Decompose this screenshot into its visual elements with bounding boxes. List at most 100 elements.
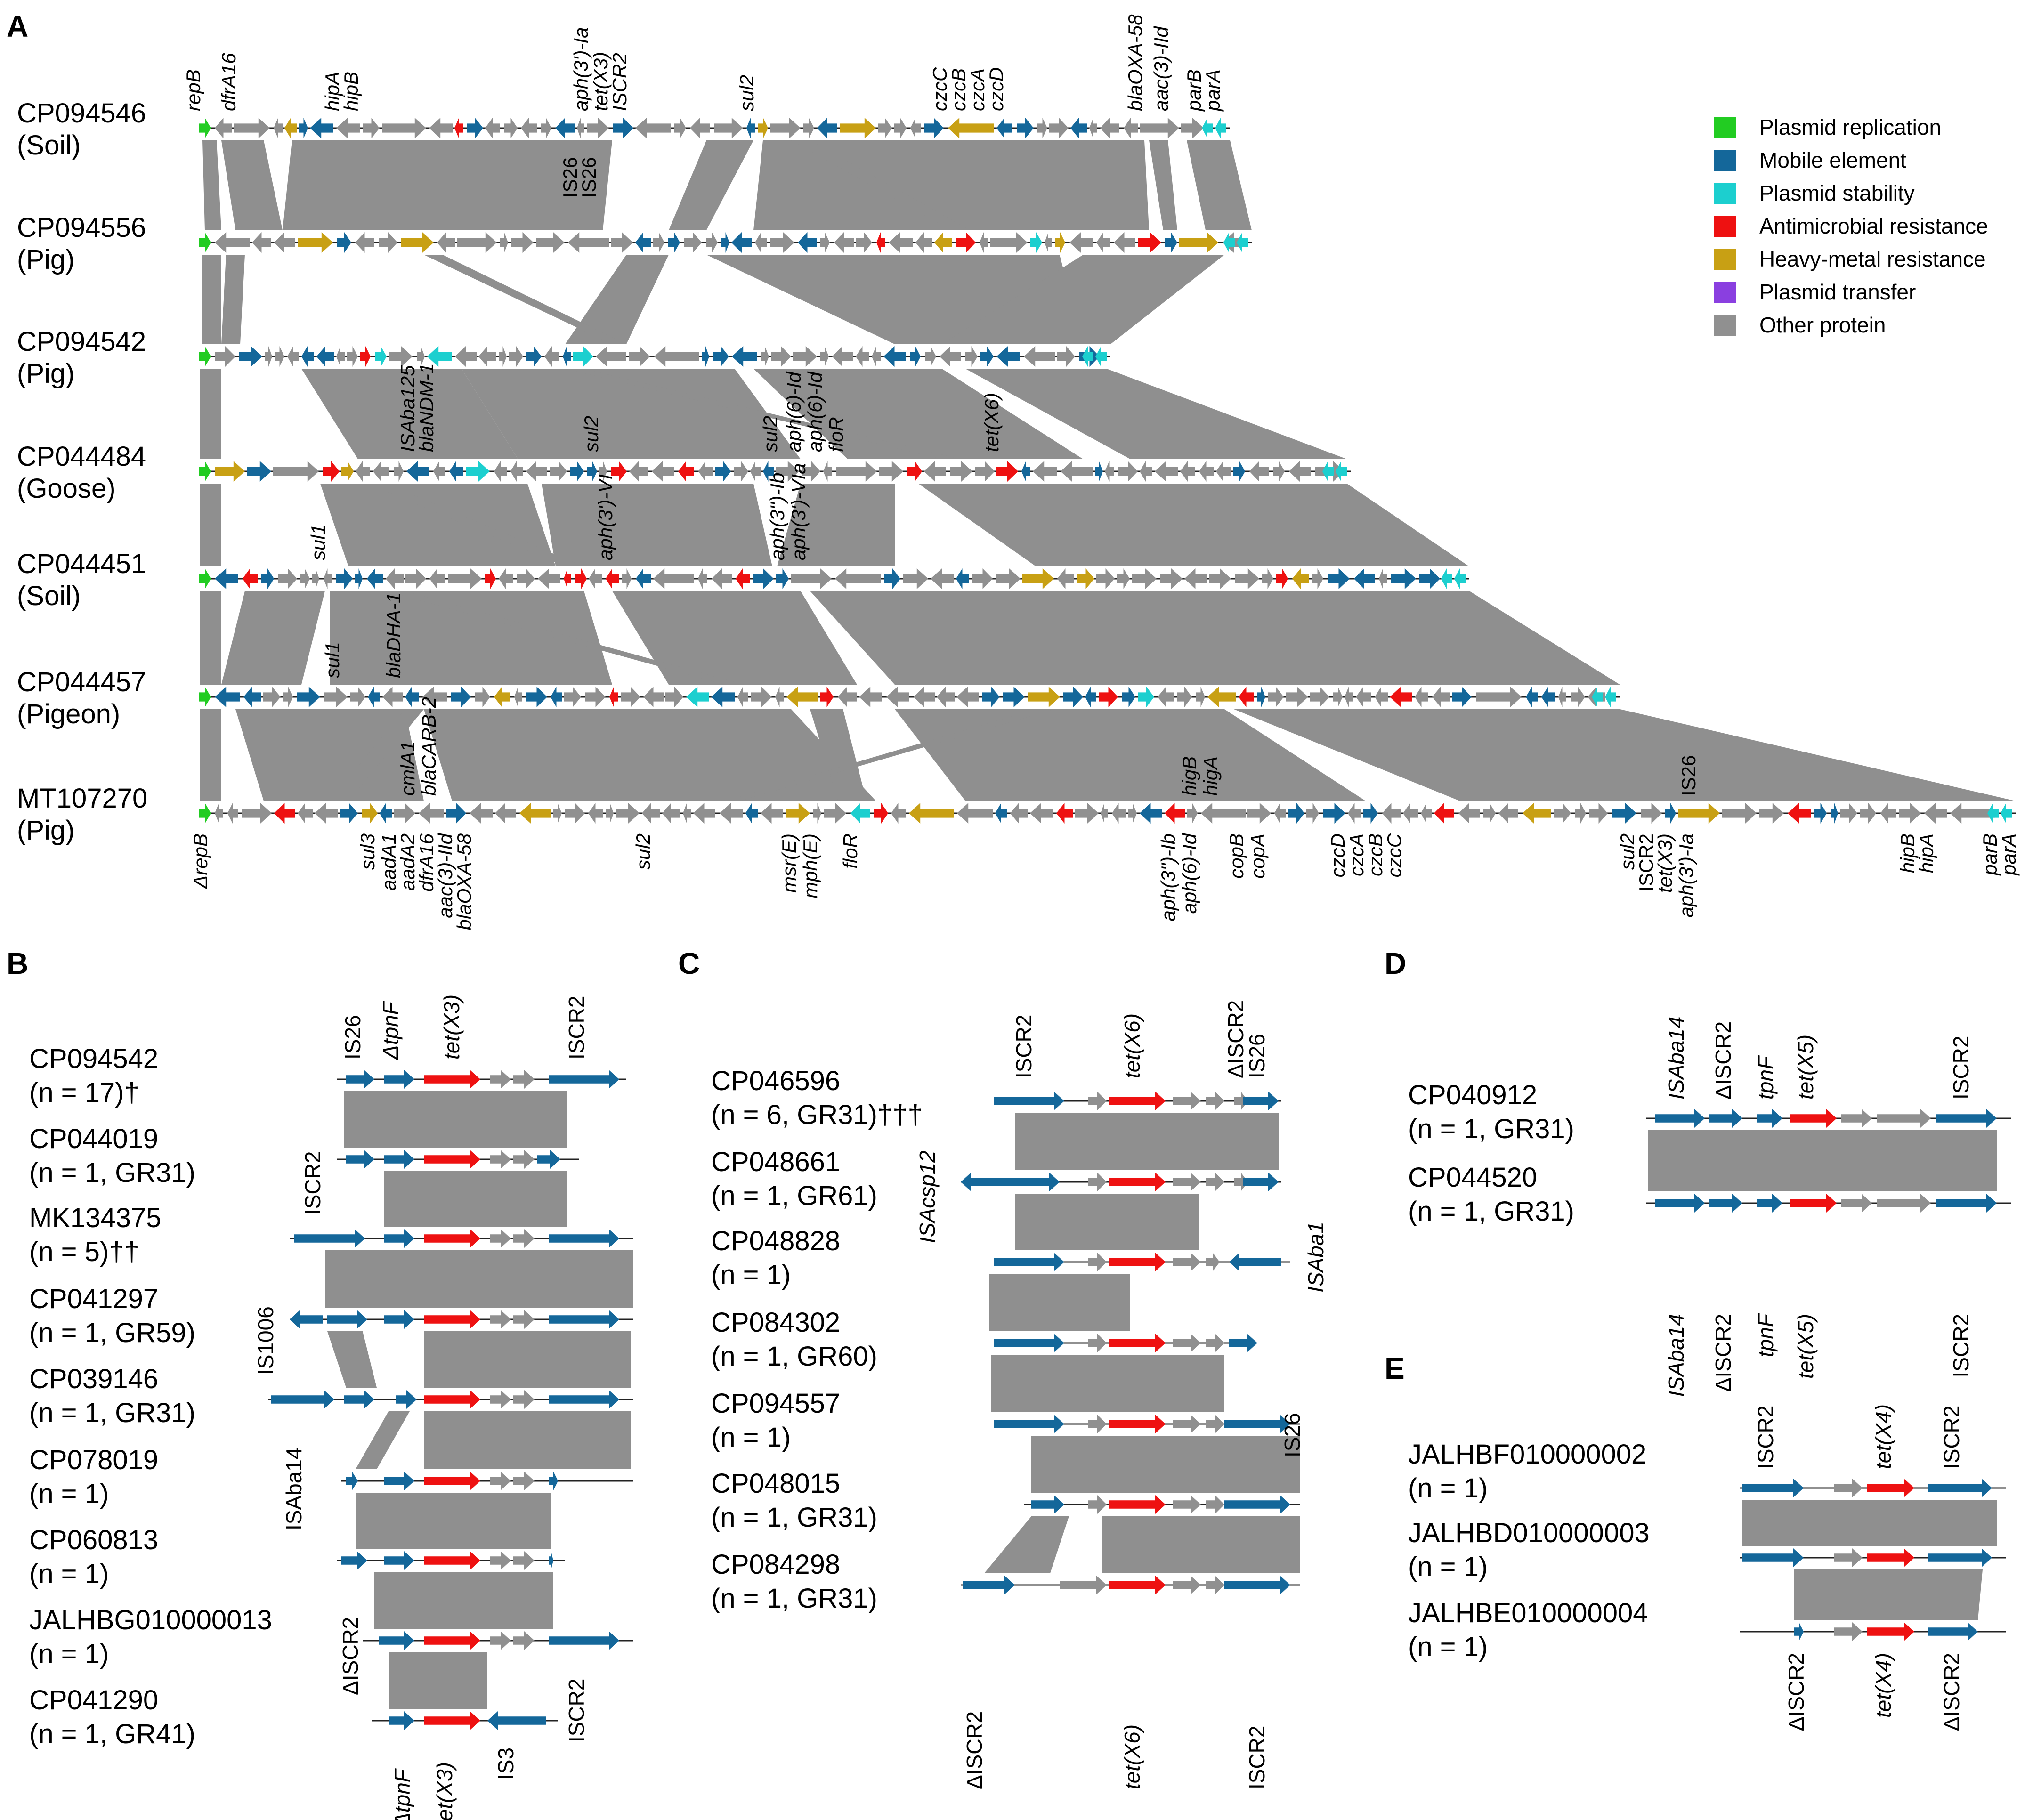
gene-CP094556-13: [536, 232, 565, 253]
row-info-E-2: (n = 1): [1408, 1632, 1488, 1662]
homology-band-c-3: [991, 1355, 1224, 1412]
gene-CP094542-21: [563, 346, 571, 367]
gene-CP094546-23: [690, 118, 710, 138]
gene-b-3-4: [490, 1310, 511, 1329]
homology-cross-band-1: [424, 255, 626, 344]
gene-b-3-0: [290, 1310, 323, 1329]
legend-label-3: Antimicrobial resistance: [1759, 214, 1988, 238]
homology-band-a-0-3: [669, 140, 753, 230]
gene-CP094556-2: [252, 232, 271, 253]
bottom-gene-label-16: czcA: [1345, 833, 1368, 876]
track-id-0: CP094546: [17, 98, 146, 129]
gene-CP094542-39: [940, 346, 961, 367]
gene-e-1-0: [1742, 1548, 1804, 1567]
top-gene-label-8: czcC: [929, 67, 951, 111]
gene-CP094556-47: [1237, 232, 1248, 253]
row-id-C-2: CP048828: [711, 1226, 840, 1256]
homology-band-a-2-2: [462, 369, 801, 459]
row-info-B-2: (n = 5)††: [29, 1237, 139, 1267]
top-gene-label-3: hipB: [340, 72, 362, 111]
gene-CP094542-5: [287, 346, 299, 367]
homology-band-e-1: [1794, 1569, 1983, 1620]
gene-d-1-4: [1841, 1194, 1872, 1213]
gene-CP094542-14: [427, 346, 452, 367]
gene-CP094556-14: [568, 232, 609, 253]
gene-CP044451-49: [1262, 568, 1273, 589]
gene-b-6-3: [490, 1551, 511, 1570]
gene-MT107270-49: [1274, 803, 1286, 824]
gene-CP044451-40: [1057, 568, 1074, 589]
gene-CP094542-44: [1057, 346, 1075, 367]
mid-gene-label-17: blaCARB-2: [418, 697, 440, 796]
gene-b-6-5: [549, 1551, 553, 1570]
legend-label-6: Other protein: [1759, 313, 1886, 337]
top-gene-label-15: parA: [1202, 69, 1224, 112]
gene-CP044451-41: [1077, 568, 1094, 589]
track-host-3: (Goose): [17, 473, 116, 504]
homology-band-a-0-5: [1149, 140, 1177, 230]
gene-MT107270-80: [1950, 803, 1995, 824]
row-info-B-1: (n = 1, GR31): [29, 1157, 195, 1188]
gene-CP094542-22: [573, 346, 593, 367]
mid-gene-label-6: aph(6)-Id: [783, 371, 805, 452]
gene-CP044457-61: [1452, 687, 1472, 707]
label-c-4: ISAcsp12: [915, 1150, 940, 1243]
homology-band-a-0-6: [1187, 140, 1252, 230]
gene-MT107270-52: [1323, 803, 1345, 824]
homology-band-a-0-2: [283, 140, 612, 230]
label-d-4: ISCR2: [1949, 1036, 1973, 1100]
gene-d-0-6: [1936, 1109, 1997, 1128]
gene-CP094542-41: [980, 346, 994, 367]
track-host-4: (Soil): [17, 581, 81, 611]
gene-CP094542-38: [925, 346, 936, 367]
gene-CP094546-24: [714, 118, 743, 138]
homology-band-a-4-4: [810, 591, 1620, 685]
panel-letter-a: A: [7, 9, 28, 43]
gene-CP044484-14: [510, 461, 523, 482]
mid-gene-label-2: ISAba125: [397, 365, 419, 452]
gene-CP044457-64: [1541, 687, 1555, 707]
gene-MT107270-50: [1288, 803, 1304, 824]
gene-c-5-2: [1109, 1495, 1166, 1514]
mid-gene-label-14: sul1: [321, 642, 343, 678]
gene-CP044457-0: [199, 687, 211, 707]
gene-e-2-2: [1867, 1622, 1914, 1641]
gene-CP044457-42: [1099, 687, 1118, 707]
gene-CP044484-13: [494, 461, 507, 482]
gene-CP044457-57: [1375, 687, 1388, 707]
track-host-2: (Pig): [17, 358, 74, 389]
gene-b-7-1: [424, 1631, 480, 1650]
gene-MT107270-2: [227, 803, 238, 824]
top-gene-label-1: dfrA16: [218, 53, 240, 111]
gene-CP044484-53: [1289, 461, 1311, 482]
bottom-gene-label-22: aph(3')-Ia: [1675, 833, 1697, 917]
gene-CP094556-34: [980, 232, 988, 253]
mid-gene-label-0: IS26: [559, 157, 581, 198]
gene-CP094546-5: [299, 118, 308, 138]
gene-CP094546-44: [1140, 118, 1179, 138]
gene-CP044451-1: [215, 568, 238, 589]
homology-cross-band-6: [725, 709, 1055, 801]
mid-gene-label-10: aph(3')-VI: [594, 474, 616, 560]
gene-CP044451-36: [956, 568, 969, 589]
homology-band-a-3-0: [200, 484, 221, 566]
gene-CP044457-43: [1122, 687, 1135, 707]
gene-CP044451-47: [1209, 568, 1231, 589]
gene-CP044451-3: [261, 568, 274, 589]
gene-MT107270-70: [1722, 803, 1757, 824]
gene-CP044451-35: [931, 568, 954, 589]
gene-CP044451-52: [1312, 568, 1323, 589]
gene-CP094542-13: [417, 346, 425, 367]
gene-CP044457-5: [297, 687, 320, 707]
gene-CP044451-10: [367, 568, 383, 589]
homology-band-a-5-3: [810, 709, 867, 801]
homology-band-b-1: [384, 1171, 567, 1227]
track-id-5: CP044457: [17, 667, 146, 697]
gene-CP094546-41: [1089, 118, 1097, 138]
gene-CP044457-28: [775, 687, 784, 707]
gene-d-0-5: [1877, 1109, 1931, 1128]
gene-b-4-1: [344, 1390, 374, 1409]
gene-MT107270-74: [1831, 803, 1838, 824]
gene-MT107270-30: [824, 803, 846, 824]
gene-CP044457-24: [686, 687, 709, 707]
